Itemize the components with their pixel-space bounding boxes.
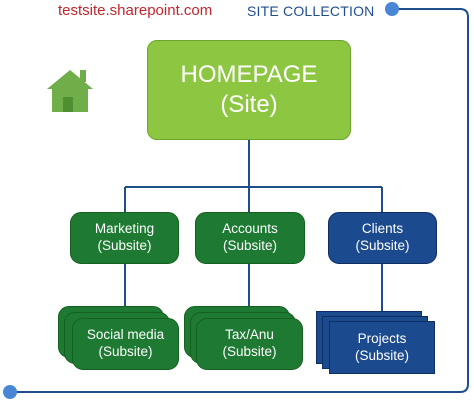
subsite-title: Accounts xyxy=(222,221,278,237)
subsite-accounts-box: Accounts (Subsite) xyxy=(195,212,305,264)
subsite-subtitle: (Subsite) xyxy=(97,238,152,253)
homepage-subtitle: (Site) xyxy=(220,91,278,118)
subsite-title: Marketing xyxy=(94,221,155,237)
subsite-social-media-box: Social media (Subsite) xyxy=(72,318,179,370)
site-url-label: testsite.sharepoint.com xyxy=(58,2,213,19)
subsite-subtitle: (Subsite) xyxy=(98,344,153,359)
subsite-projects-box: Projects (Subsite) xyxy=(329,321,435,374)
tree-connectors xyxy=(124,140,383,312)
site-collection-label: SITE COLLECTION xyxy=(247,3,375,19)
homepage-title: HOMEPAGE xyxy=(180,61,318,88)
collection-boundary-line xyxy=(10,8,469,393)
subsite-marketing-box: Marketing (Subsite) xyxy=(70,212,179,264)
house-icon xyxy=(47,70,93,112)
subsite-subtitle: (Subsite) xyxy=(222,344,277,359)
subsite-subtitle: (Subsite) xyxy=(222,238,278,253)
subsite-title: Social media xyxy=(86,327,165,343)
subsite-title: Projects xyxy=(357,330,407,346)
subsite-clients-box: Clients (Subsite) xyxy=(328,212,437,264)
subsite-subtitle: (Subsite) xyxy=(354,347,410,363)
subsite-subtitle: (Subsite) xyxy=(355,238,410,253)
boundary-dot-bottom xyxy=(3,385,17,399)
subsite-tax-anu-box: Tax/Anu (Subsite) xyxy=(196,318,303,370)
homepage-site-box: HOMEPAGE (Site) xyxy=(147,40,351,140)
subsite-title: Clients xyxy=(361,221,404,237)
subsite-title: Tax/Anu xyxy=(225,327,274,343)
boundary-dot-top xyxy=(385,2,399,16)
